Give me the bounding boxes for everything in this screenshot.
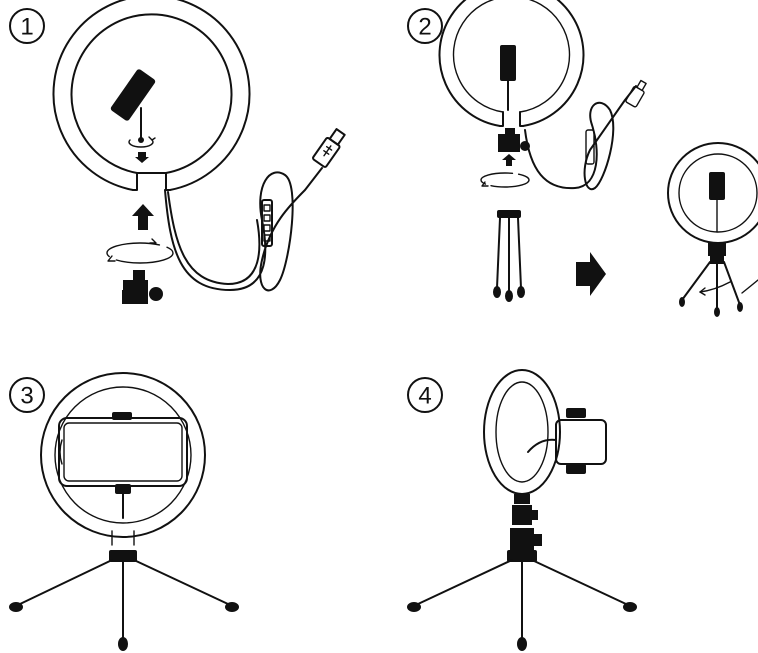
step-4-panel: 4 bbox=[407, 369, 637, 651]
ring-light-side bbox=[483, 369, 561, 504]
step-4-badge: 4 bbox=[407, 377, 443, 413]
assembled-light bbox=[667, 142, 758, 317]
ball-head bbox=[510, 505, 542, 550]
phone-holder bbox=[110, 69, 156, 163]
usb-cable bbox=[164, 128, 346, 292]
ring-light bbox=[40, 372, 206, 546]
usb-cable bbox=[524, 79, 647, 191]
step-1-number: 1 bbox=[20, 14, 33, 41]
step-4-number: 4 bbox=[418, 383, 431, 410]
step-3-badge: 3 bbox=[9, 377, 45, 413]
ring-light bbox=[438, 0, 585, 127]
step-2-badge: 2 bbox=[407, 8, 443, 44]
next-arrow-icon bbox=[576, 252, 606, 296]
step-1-badge: 1 bbox=[9, 8, 45, 44]
up-arrow-icon bbox=[132, 204, 154, 230]
phone-holder bbox=[500, 45, 516, 81]
step-3-number: 3 bbox=[20, 383, 33, 410]
tripod-folded bbox=[493, 210, 525, 302]
step-3-panel: 3 bbox=[9, 372, 239, 651]
step-2-number: 2 bbox=[418, 14, 431, 41]
phone bbox=[58, 412, 188, 519]
step-1-panel: 1 bbox=[9, 0, 346, 304]
rotate-arrow-icon bbox=[480, 172, 530, 188]
rotate-arrow-icon bbox=[106, 238, 174, 264]
tripod bbox=[9, 550, 239, 651]
step-2-panel: 2 bbox=[407, 0, 758, 317]
tripod bbox=[407, 550, 637, 651]
phone-holder bbox=[527, 408, 607, 474]
ring-light bbox=[52, 0, 251, 191]
ball-head bbox=[122, 270, 163, 304]
